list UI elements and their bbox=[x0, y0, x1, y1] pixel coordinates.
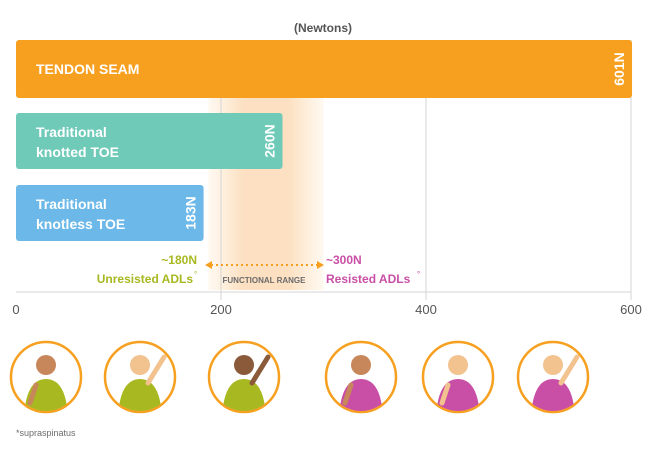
x-tick-label: 600 bbox=[620, 302, 642, 317]
icon-arm bbox=[145, 354, 167, 386]
icon-figure bbox=[118, 354, 167, 411]
x-tick-label: 400 bbox=[415, 302, 437, 317]
lifting-bag-icon bbox=[324, 340, 398, 414]
icon-figure bbox=[339, 355, 383, 411]
category-label: knotless TOE bbox=[36, 216, 125, 232]
icon-figure bbox=[531, 354, 580, 411]
icon-head bbox=[448, 355, 468, 375]
icon-arm bbox=[439, 382, 451, 406]
category-label: Traditional bbox=[36, 124, 107, 140]
icon-figure bbox=[24, 355, 68, 411]
icon-head bbox=[543, 355, 563, 375]
data-label: 183N bbox=[183, 196, 199, 229]
bar-2 bbox=[16, 185, 204, 241]
low-text-label: Unresisted ADLs bbox=[97, 272, 194, 286]
category-label: knotted TOE bbox=[36, 144, 119, 160]
icon-head bbox=[130, 355, 150, 375]
functional-range-band bbox=[208, 80, 324, 290]
icon-body bbox=[118, 379, 162, 411]
data-label: 260N bbox=[262, 124, 278, 157]
x-tick-label: 200 bbox=[210, 302, 232, 317]
x-tick-label: 0 bbox=[12, 302, 19, 317]
icon-figure bbox=[222, 354, 271, 411]
category-label: Traditional bbox=[36, 196, 107, 212]
high-value-label: ~300N bbox=[326, 253, 362, 267]
range-arrow-left bbox=[205, 261, 212, 269]
icon-arm bbox=[27, 382, 39, 406]
low-marker: ° bbox=[194, 270, 197, 279]
icon-head bbox=[36, 355, 56, 375]
footnote: *supraspinatus bbox=[16, 428, 76, 438]
data-label: 601N bbox=[611, 52, 627, 85]
high-text-label: Resisted ADLs bbox=[326, 272, 411, 286]
bar-0 bbox=[16, 40, 633, 98]
arm-abduction-icon bbox=[103, 340, 177, 414]
range-arrow-right bbox=[317, 261, 324, 269]
icon-arm bbox=[558, 354, 580, 386]
category-label: TENDON SEAM bbox=[36, 61, 139, 77]
high-marker: ° bbox=[417, 270, 420, 279]
icon-body bbox=[222, 379, 266, 411]
functional-range-label: FUNCTIONAL RANGE bbox=[223, 276, 307, 285]
low-value-label: ~180N bbox=[161, 253, 197, 267]
lifting-child-icon bbox=[516, 340, 590, 414]
icon-body bbox=[531, 379, 575, 411]
bar-1 bbox=[16, 113, 283, 169]
icon-arm bbox=[342, 382, 354, 406]
icon-head bbox=[351, 355, 371, 375]
reaching-behind-head-icon bbox=[207, 340, 281, 414]
icon-figure bbox=[436, 355, 480, 411]
driving-icon bbox=[421, 340, 495, 414]
chart-title: (Newtons) bbox=[294, 21, 352, 35]
brushing-hair-icon bbox=[9, 340, 83, 414]
icon-arm bbox=[249, 354, 271, 386]
icon-head bbox=[234, 355, 254, 375]
